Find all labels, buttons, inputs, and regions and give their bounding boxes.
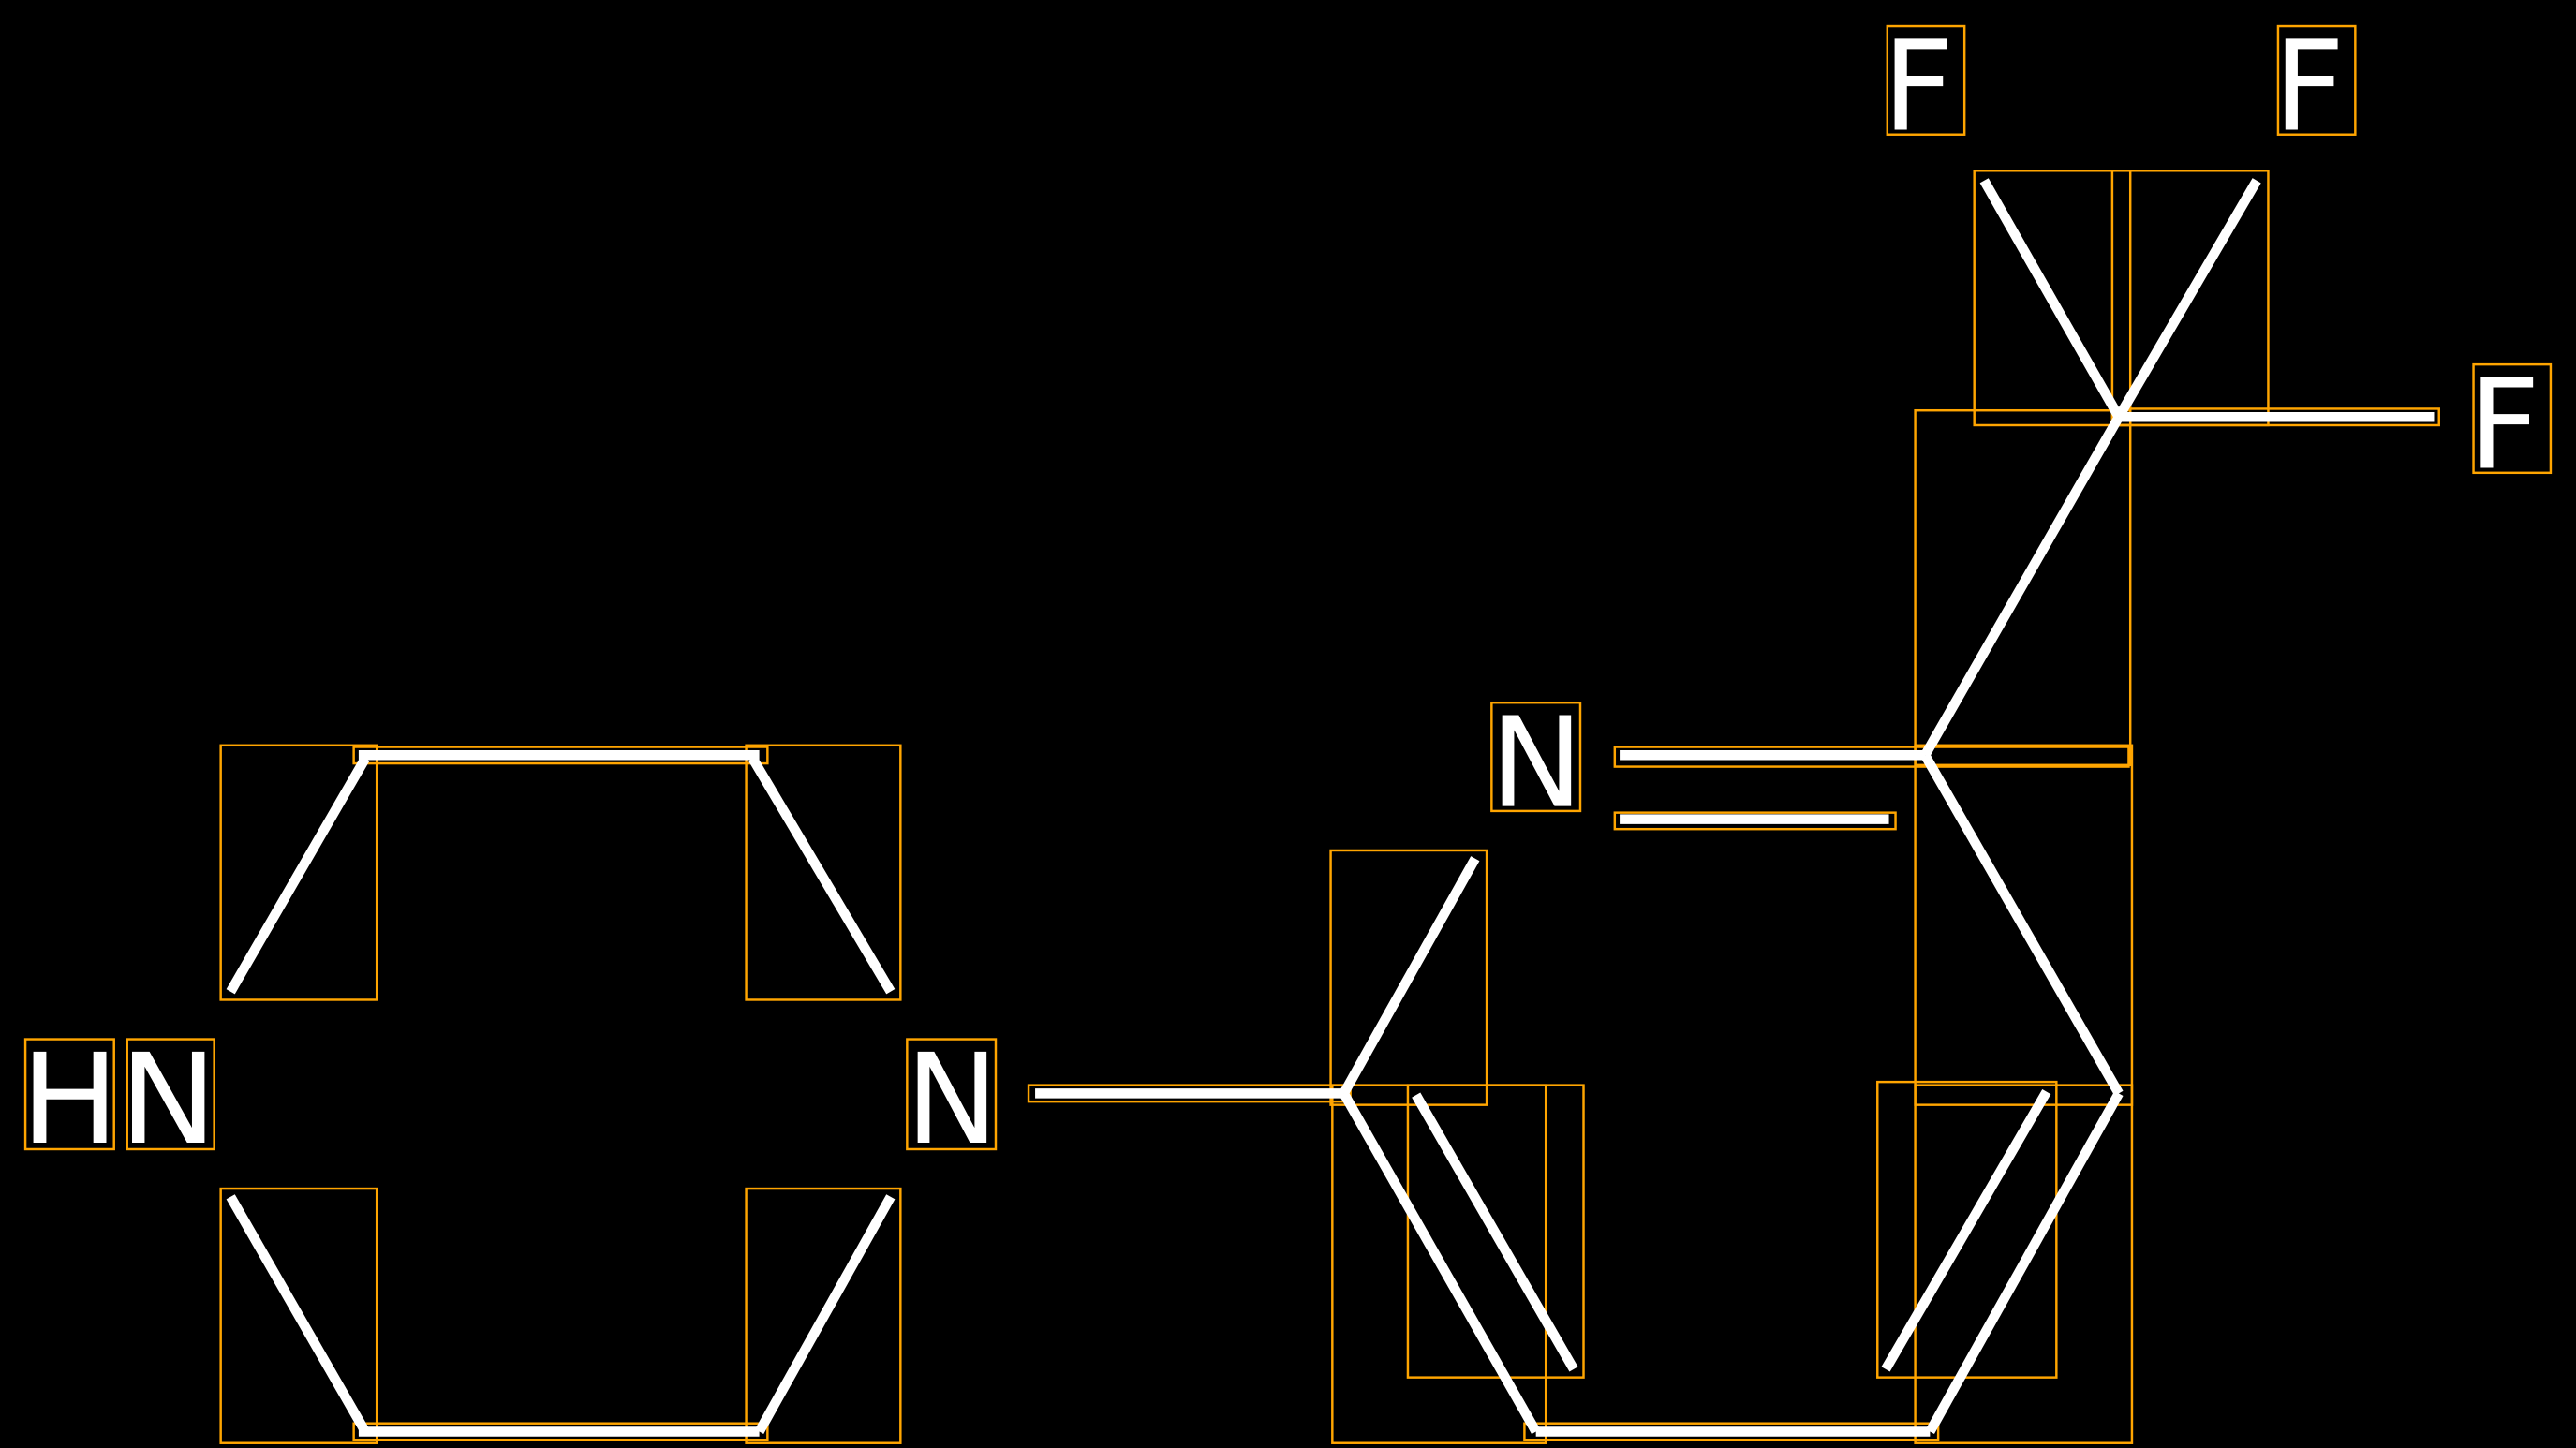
atom-label-f1: F	[1883, 14, 1955, 159]
bounding-box	[906, 1038, 998, 1151]
atom-label-hn: HN	[21, 1027, 217, 1173]
bounding-box	[745, 1187, 902, 1444]
bond-line	[1920, 414, 2124, 758]
bounding-box	[219, 744, 378, 1001]
bounding-box	[1613, 811, 1897, 831]
bond-line	[1925, 1090, 2124, 1435]
bounding-box	[2110, 407, 2440, 427]
bond-line	[1920, 752, 2124, 1097]
bond-line	[1340, 856, 1480, 1096]
bounding-box	[23, 1038, 115, 1151]
bounding-box	[1973, 170, 2132, 427]
bond-line	[2114, 178, 2261, 420]
bounding-box	[1523, 1422, 1940, 1441]
bond-line	[754, 1194, 896, 1435]
bonds	[226, 178, 2435, 1437]
bounding-box	[2472, 362, 2553, 475]
bond-line	[748, 756, 896, 995]
bounding-box	[219, 1187, 378, 1444]
bounding-box	[1027, 1084, 1352, 1103]
bounding-box	[1886, 24, 1966, 136]
bounding-box	[1490, 701, 1582, 813]
bounding-box	[352, 1422, 769, 1441]
bond-line	[1340, 1090, 1541, 1435]
bond-line	[226, 756, 370, 995]
atom-label-f2: F	[2273, 14, 2346, 159]
bounding-box	[1406, 1084, 1585, 1379]
bond-line	[226, 1194, 370, 1435]
bounding-box	[1914, 744, 2134, 1106]
bounding-boxes	[23, 24, 2553, 1444]
bond-line	[1412, 1092, 1578, 1372]
bounding-box	[126, 1038, 215, 1151]
bounding-box	[1613, 746, 2130, 768]
bounding-box	[1914, 1084, 2134, 1444]
bounding-box	[2276, 24, 2357, 136]
bounding-box	[1876, 1080, 2058, 1379]
bounding-box	[1914, 408, 2132, 767]
atom-label-n-pyridine: N	[1490, 691, 1584, 836]
bounding-box	[352, 746, 769, 765]
atom-label-f3: F	[2468, 353, 2540, 498]
bond-line	[1979, 178, 2124, 420]
atom-labels: HN N N F F F	[21, 14, 2540, 1172]
bond-line	[1881, 1088, 2051, 1372]
bounding-box	[745, 744, 902, 1001]
atom-label-n-piperazine: N	[906, 1027, 999, 1173]
